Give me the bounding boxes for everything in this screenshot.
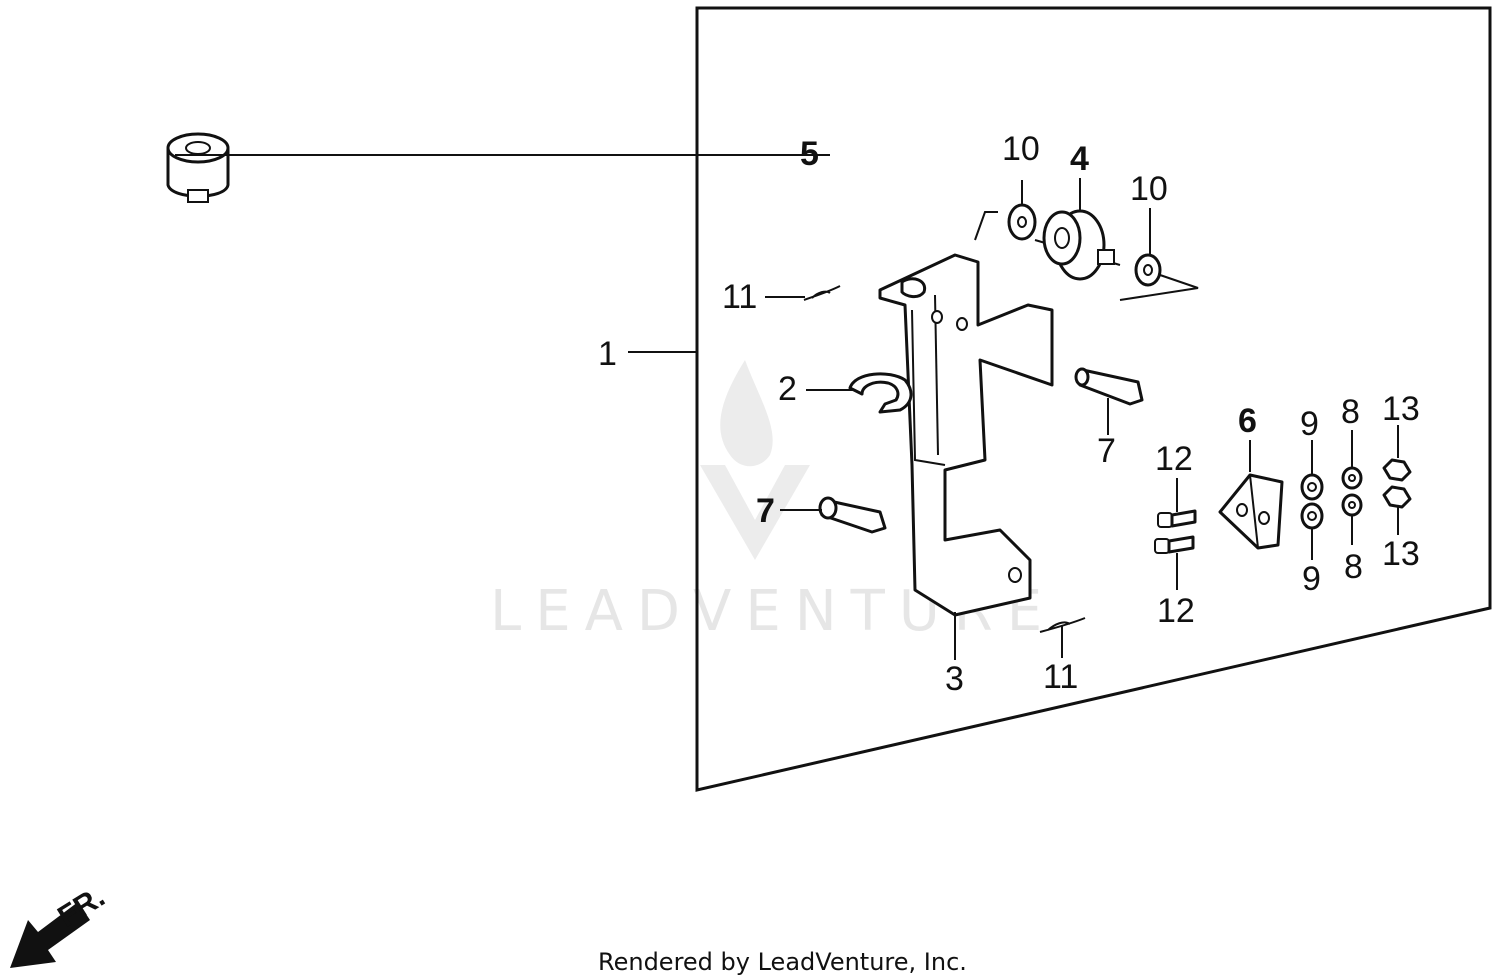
part-7-pin-lower — [818, 496, 887, 534]
callout-13-upper: 13 — [1382, 390, 1420, 428]
callout-6: 6 — [1238, 402, 1257, 440]
part-5-collar — [166, 132, 230, 203]
part-12-bolt-lower — [1154, 535, 1195, 554]
part-2-e-clip — [848, 372, 913, 414]
callout-12-upper: 12 — [1155, 440, 1193, 478]
watermark-flame-icon — [720, 360, 773, 467]
callout-2: 2 — [778, 370, 797, 408]
callout-10-left: 10 — [1002, 130, 1040, 168]
part-7-pin-upper — [1074, 367, 1144, 406]
callout-7-lower: 7 — [756, 492, 775, 530]
part-10-washer-left — [1007, 203, 1037, 241]
callout-3: 3 — [945, 660, 964, 698]
leader-lines — [175, 154, 1399, 660]
part-10-washer-right — [1134, 253, 1162, 287]
assembly-panel — [695, 6, 1492, 792]
callout-8-lower: 8 — [1344, 548, 1363, 586]
part-8-lock-washer-lower — [1341, 493, 1363, 517]
part-4-pulley — [1034, 209, 1121, 281]
callout-12-lower: 12 — [1157, 592, 1195, 630]
callout-4: 4 — [1070, 140, 1089, 178]
part-6-bracket — [1218, 473, 1284, 550]
part-11-cotter-pin-upper — [803, 285, 841, 301]
callout-11-lower: 11 — [1043, 658, 1078, 696]
callout-7-upper: 7 — [1097, 432, 1116, 470]
callout-1: 1 — [598, 335, 617, 373]
callout-5: 5 — [800, 135, 819, 173]
part-12-bolt-upper — [1157, 509, 1197, 528]
callout-13-lower: 13 — [1382, 535, 1420, 573]
part-8-lock-washer-upper — [1341, 466, 1363, 490]
front-direction-arrow: FR. — [10, 880, 111, 968]
callout-8-upper: 8 — [1341, 393, 1360, 431]
part-13-nut-upper — [1382, 458, 1412, 482]
part-9-washer-upper — [1300, 473, 1324, 501]
callout-10-right: 10 — [1130, 170, 1168, 208]
credit-text: Rendered by LeadVenture, Inc. — [598, 948, 967, 976]
callout-9-upper: 9 — [1300, 405, 1319, 443]
watermark-v-icon — [700, 465, 810, 560]
part-3-bracket — [878, 253, 1054, 617]
callout-11-upper: 11 — [722, 278, 757, 316]
part-13-nut-lower — [1382, 485, 1412, 509]
callout-9-lower: 9 — [1302, 560, 1321, 598]
part-9-washer-lower — [1300, 502, 1324, 530]
arrow-left-down-icon — [10, 902, 90, 968]
callouts: 1 2 3 4 5 6 7 7 8 8 9 9 10 10 11 11 12 1… — [598, 130, 1420, 698]
